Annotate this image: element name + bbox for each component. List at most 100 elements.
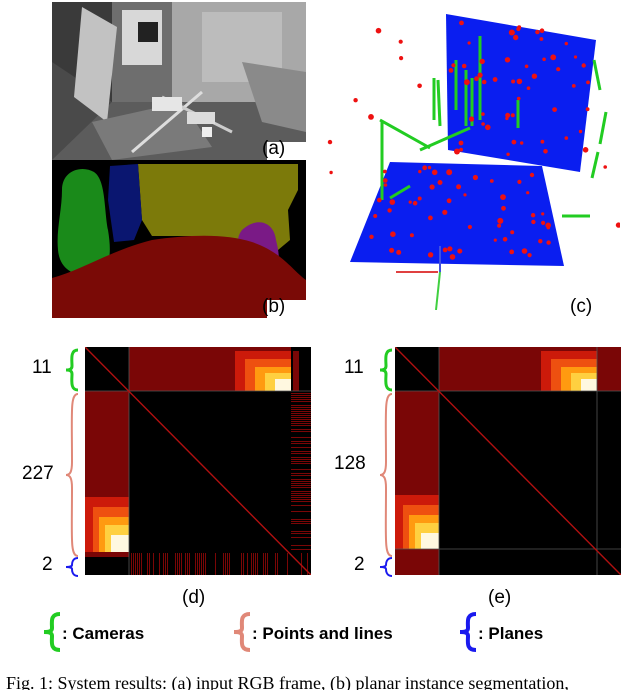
point-3d [383,178,388,183]
panel-d: 11 227 2 [0,340,330,608]
point-3d [492,77,498,82]
sparsity-stripe [275,553,276,575]
point-3d [531,219,536,225]
brace-cameras-e [379,348,393,392]
sparsity-stripe [291,459,311,460]
point-3d [546,240,551,245]
point-3d [535,29,540,35]
row-count-planes: 2 [354,554,365,575]
point-3d [506,152,510,156]
point-3d [508,29,515,36]
point-3d [504,57,511,63]
point-3d [399,56,404,61]
sparsity-stripe [291,411,311,412]
plane-point-stripes [291,393,311,550]
point-3d [454,148,460,155]
sparsity-stripe [291,423,311,424]
row-count-planes: 2 [42,554,53,575]
point-3d [459,147,463,152]
sparsity-stripe [203,553,204,575]
sparsity-stripe [187,553,188,575]
point-3d [500,194,506,201]
sparsity-stripe [291,531,311,532]
row-count-cameras: 11 [344,357,364,378]
panel-e: 11 128 2 (e) [320,340,640,608]
matrix-diagonal [85,347,311,575]
sparsity-stripe [225,553,226,575]
point-3d [437,180,443,185]
point-3d [427,165,432,170]
point-3d [501,205,506,211]
sparsity-stripe [229,553,230,575]
point-3d [550,54,557,61]
reconstruction-3d-view [327,14,622,311]
point-3d [417,196,422,201]
sparsity-stripe [149,553,150,575]
sparsity-stripe [181,553,182,575]
camera-segment [436,79,442,127]
panel-d-label: (d) [182,587,206,608]
point-3d [481,112,485,116]
cam-point-gradient [235,351,291,391]
sparsity-stripe [205,553,206,575]
sparsity-stripe [291,519,311,520]
sparsity-stripe [133,553,134,575]
point-3d [387,208,392,213]
sparsity-stripe [189,553,190,575]
brace-planes-d [65,557,79,577]
sparsity-stripe [291,451,311,452]
point-3d [505,116,509,121]
point-3d [369,234,374,239]
sparsity-stripe [291,483,311,484]
point-3d [472,174,478,181]
point-3d [456,184,462,190]
point-3d [526,191,530,195]
point-3d [427,252,434,258]
sparsity-stripe [287,553,288,575]
point-3d [368,114,374,120]
sparsity-stripe [291,495,311,496]
sparsity-stripe [291,475,311,476]
sparsity-stripe [141,553,142,575]
sparsity-stripe [291,453,311,454]
point-3d [418,169,422,174]
panel-e-label: (e) [488,587,512,608]
point-3d [474,76,479,82]
sparsity-stripe [291,457,311,458]
panel-c-label: (c) [570,296,593,317]
point-3d [481,122,485,126]
sparsity-stripe [291,521,311,522]
point-cam-gradient [85,497,129,552]
sparsity-stripe [291,487,311,488]
sparsity-stripe [291,419,311,420]
sparsity-stripe [257,553,258,575]
point-3d [615,222,622,228]
point-3d [428,215,433,221]
brace-points-d [65,393,79,557]
sparsity-stripe [291,405,311,406]
point-3d [516,26,521,32]
sparsity-stripe [291,511,311,512]
point-3d [459,20,464,26]
point-3d [464,79,470,86]
point-3d [541,220,546,225]
sparsity-stripe [291,441,311,442]
point-3d [457,248,463,254]
sparsity-stripe [137,553,138,575]
point-3d [538,239,543,244]
point-3d [479,58,485,65]
sparsity-stripe [291,421,311,422]
plane-floor [350,162,564,266]
point-3d [546,225,551,230]
legend-label-planes: : Planes [478,624,544,643]
sparsity-stripe [139,553,140,575]
sparsity-stripe [291,533,311,534]
sparsity-stripe [291,417,311,418]
point-3d [564,136,569,140]
sparsity-stripe [265,553,266,575]
sparsity-stripe [159,553,160,575]
sparsity-stripe [291,481,311,482]
brace-planes-icon [459,612,477,652]
sparsity-stripe [147,553,148,575]
point-3d [398,39,403,44]
